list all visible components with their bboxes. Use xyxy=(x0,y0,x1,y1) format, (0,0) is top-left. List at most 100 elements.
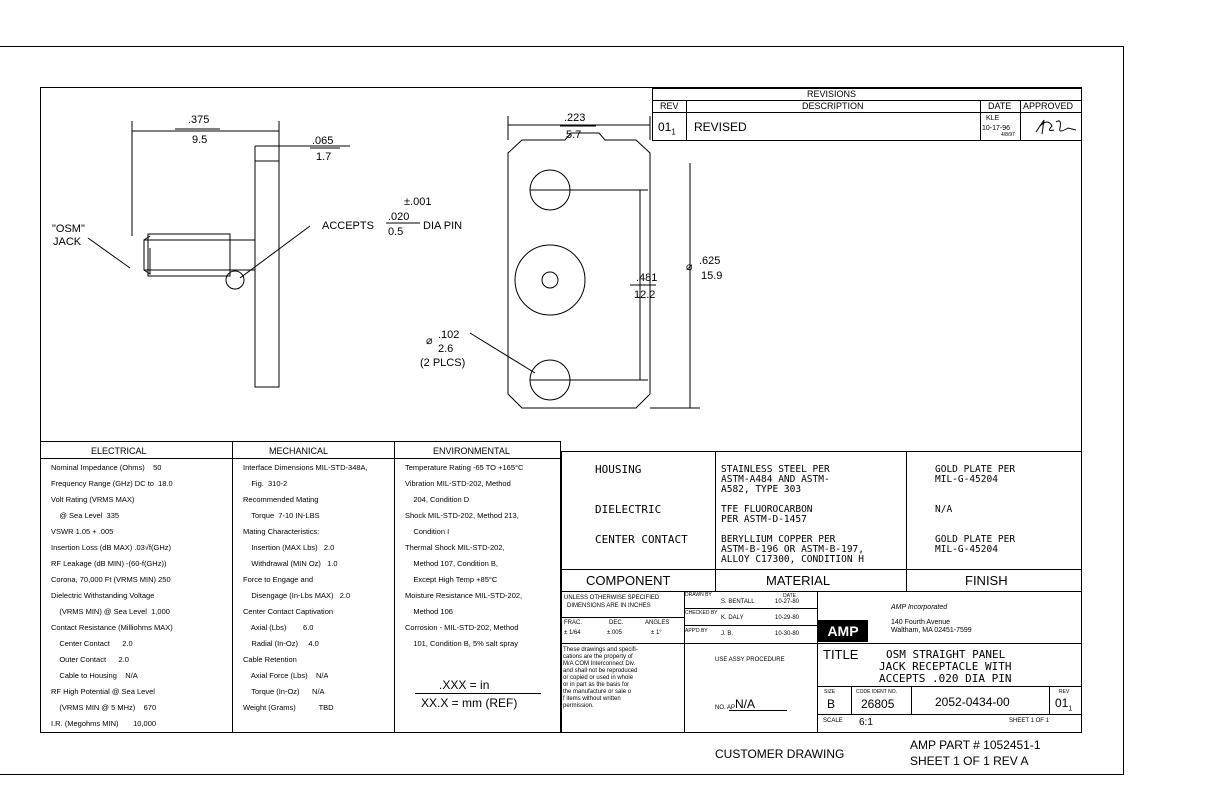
use-assy-procedure: USE ASSY PROCEDURE xyxy=(715,657,785,663)
sheet-border-right xyxy=(1123,46,1124,775)
material-component: HOUSING xyxy=(595,463,642,476)
checked-date: 10-29-80 xyxy=(775,615,800,621)
drawn-by-label: DRAWN BY xyxy=(685,592,712,598)
spec-row: Corona, 70,000 Ft (VRMS MIN) 250 xyxy=(51,575,171,584)
amp-part-number: AMP PART # 1052451-1 xyxy=(910,738,1041,752)
dim-17: 1.7 xyxy=(316,151,331,163)
material-finish: N/A xyxy=(935,504,953,515)
angles-label: ANGLES xyxy=(645,620,670,626)
approved-header: APPROVED xyxy=(1023,101,1074,111)
frac-label: FRAC. xyxy=(564,620,582,626)
electrical-spec: ELECTRICAL Nominal Impedance (Ohms) 50 Fr… xyxy=(40,441,234,733)
spec-row: Frequency Range (GHz) DC to 18.0 xyxy=(51,479,173,488)
unless-note-2: DIMENSIONS ARE IN INCHES xyxy=(567,603,651,609)
material-finish: GOLD PLATE PER MIL-G-45204 xyxy=(935,464,1016,485)
appd-by-name: J. B. xyxy=(721,631,734,637)
spec-row: Outer Contact 2.0 xyxy=(51,655,129,664)
dec-value: ±.005 xyxy=(607,630,622,636)
rev-description: REVISED xyxy=(694,120,747,134)
spec-row: Recommended Mating xyxy=(243,495,319,504)
environmental-spec: ENVIRONMENTAL Temperature Rating -65 TO … xyxy=(395,441,561,733)
frac-value: ± 1/64 xyxy=(564,630,581,636)
dim-159: 15.9 xyxy=(701,270,722,282)
mm-note: XX.X = mm (REF) xyxy=(421,696,518,710)
electrical-header: ELECTRICAL xyxy=(91,446,147,456)
spec-row: Weight (Grams) TBD xyxy=(243,703,334,712)
spec-row: Axial Force (Lbs) N/A xyxy=(243,671,329,680)
spec-row: Torque 7-10 IN-LBS xyxy=(243,511,320,520)
rev-date-initials: KLE xyxy=(986,115,1000,122)
spec-row: Moisture Resistance MIL-STD-202, xyxy=(405,591,523,600)
dim-102: .102 xyxy=(438,329,459,341)
spec-row: 204, Condition D xyxy=(405,495,470,504)
drawn-by-name: S. BENTALL xyxy=(721,599,755,605)
rev-label: REV xyxy=(1059,689,1070,695)
spec-row: Corrosion - MIL-STD-202, Method xyxy=(405,623,519,632)
spec-row: I.R. (Megohms MIN) 10,000 xyxy=(51,719,157,728)
pin-020: .020 xyxy=(388,211,409,223)
spec-row: Force to Engage and xyxy=(243,575,314,584)
dim-481: .481 xyxy=(636,272,657,284)
spec-row: Cable Retention xyxy=(243,655,297,664)
osm-label-2: JACK xyxy=(53,236,82,248)
mechanical-header: MECHANICAL xyxy=(269,446,329,456)
spec-row: (VRMS MIN) @ Sea Level 1,000 xyxy=(51,607,170,616)
checked-by-name: K. DALY xyxy=(721,615,744,621)
scale-value: 6:1 xyxy=(859,717,873,728)
finish-header: FINISH xyxy=(965,573,1008,588)
environmental-header: ENVIRONMENTAL xyxy=(433,446,510,456)
spec-row: Interface Dimensions MIL-STD-348A, xyxy=(243,463,368,472)
spec-row: Method 107, Condition B, xyxy=(405,559,498,568)
material-material: TFE FLUOROCARBON PER ASTM-D-1457 xyxy=(721,504,813,525)
accepts-label: ACCEPTS xyxy=(322,220,374,232)
sheet-count: SHEET 1 OF 1 xyxy=(1009,718,1049,724)
size-value: B xyxy=(827,697,836,711)
code-ident-value: 26805 xyxy=(861,697,895,711)
spec-row: Contact Resistance (Milliohms MAX) xyxy=(51,623,173,632)
plcs-label: (2 PLCS) xyxy=(420,357,465,369)
dim-625: .625 xyxy=(699,255,720,267)
customer-drawing-label: CUSTOMER DRAWING xyxy=(715,747,845,761)
dim-122: 12.2 xyxy=(634,289,655,301)
spec-row: Insertion (MAX Lbs) 2.0 xyxy=(243,543,335,552)
company-name: AMP Incorporated xyxy=(891,604,948,611)
inch-note: .XXX = in xyxy=(439,678,490,692)
spec-row: Center Contact Captivation xyxy=(243,607,334,616)
spec-row: Thermal Shock MIL-STD-202, xyxy=(405,543,505,552)
material-component: DIELECTRIC xyxy=(595,503,662,516)
drawing-number: 2052-0434-00 xyxy=(935,695,1010,709)
material-component: CENTER CONTACT xyxy=(595,533,688,546)
dim-065: .065 xyxy=(312,135,333,147)
phi-102: ⌀ xyxy=(426,335,433,347)
sheet-rev: SHEET 1 OF 1 REV A xyxy=(910,754,1029,768)
dia-pin-label: DIA PIN xyxy=(423,220,462,232)
checked-by-label: CHECKED BY xyxy=(685,610,718,616)
spec-row: Insertion Loss (dB MAX) .03√f(GHz) xyxy=(51,543,171,552)
rev-date-extra: 4/8/97 xyxy=(1001,132,1015,138)
dim-57: 5.7 xyxy=(566,129,581,141)
proprietary-notice: These drawings and specifi- cations are … xyxy=(563,647,638,709)
material-finish: GOLD PLATE PER MIL-G-45204 xyxy=(935,534,1016,555)
pin-05: 0.5 xyxy=(388,226,403,238)
size-label: SIZE xyxy=(824,689,836,695)
spec-row: Dielectric Withstanding Voltage xyxy=(51,591,155,600)
tolerance: ±.001 xyxy=(404,196,431,208)
spec-row: RF High Potential @ Sea Level xyxy=(51,687,155,696)
company-address-2: Waltham, MA 02451-7599 xyxy=(891,627,972,634)
spec-row: Condition I xyxy=(405,527,450,536)
phi-625: ⌀ xyxy=(686,261,693,273)
company-address-1: 140 Fourth Avenue xyxy=(891,619,951,626)
spec-row: Mating Characteristics: xyxy=(243,527,320,536)
spec-row: Disengage (In-Lbs MAX) 2.0 xyxy=(243,591,351,600)
revisions-title: REVISIONS xyxy=(807,89,857,99)
appd-by-label: APP'D BY xyxy=(685,628,708,634)
spec-row: Shock MIL-STD-202, Method 213, xyxy=(405,511,519,520)
dec-label: DEC. xyxy=(609,620,624,626)
spec-row: Except High Temp +85°C xyxy=(405,575,498,584)
spec-row: Method 106 xyxy=(405,607,453,616)
no-ap-label: NO. AP xyxy=(715,705,736,711)
spec-row: Nominal Impedance (Ohms) 50 xyxy=(51,463,162,472)
description-header: DESCRIPTION xyxy=(802,101,864,111)
spec-row: Temperature Rating -65 TO +165°C xyxy=(405,463,524,472)
